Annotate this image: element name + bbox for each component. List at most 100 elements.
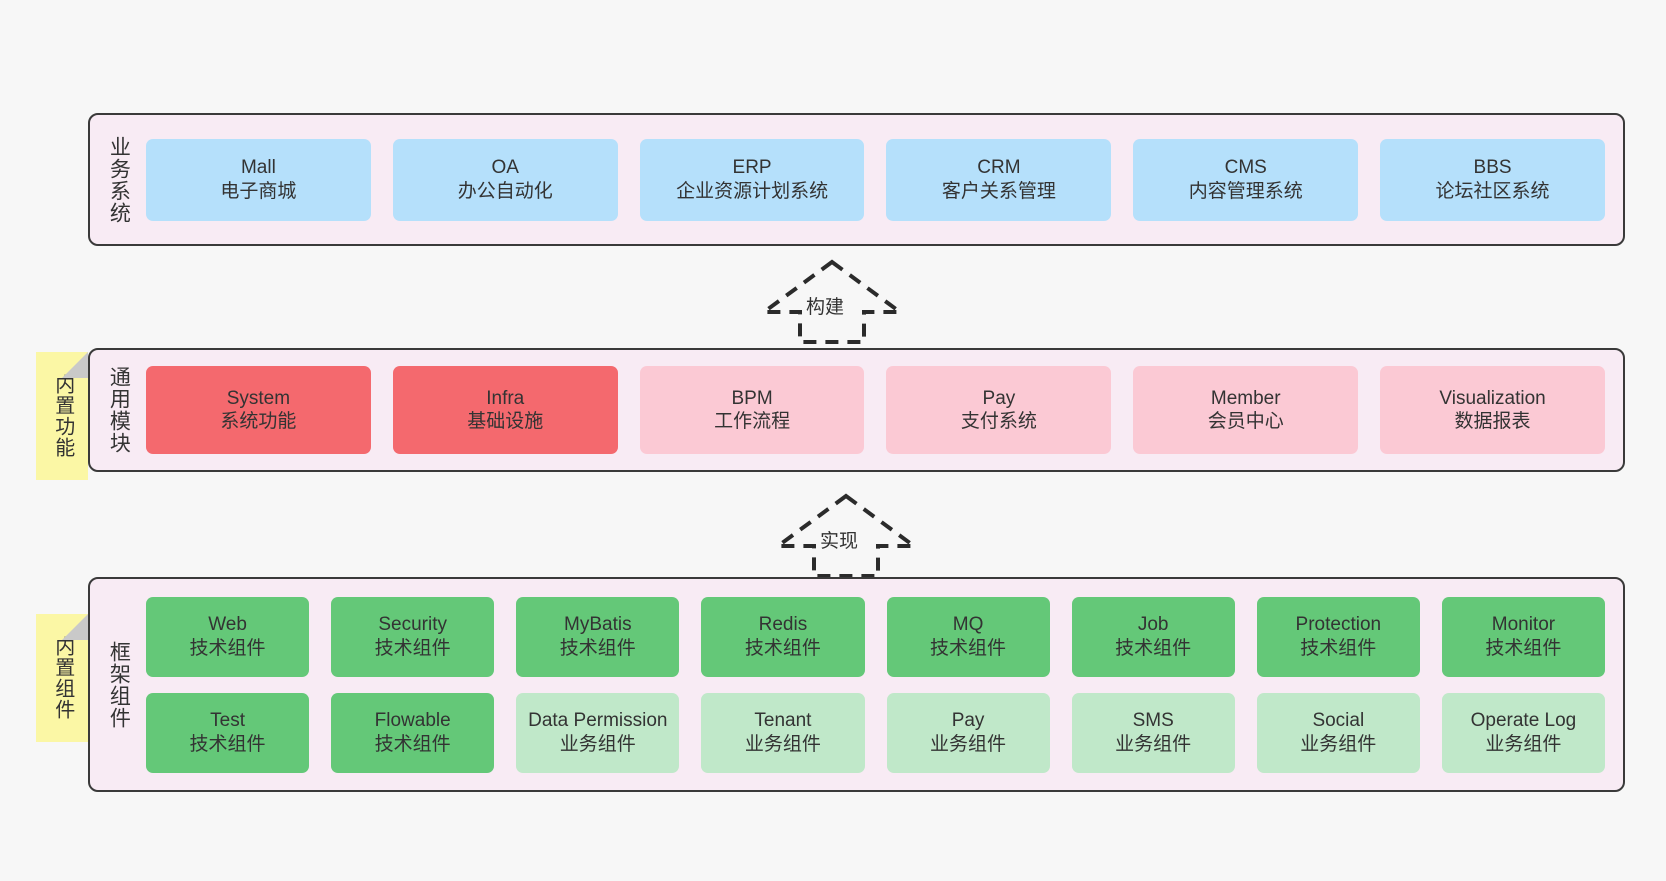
node-infra-subtitle: 基础设施 xyxy=(467,411,544,432)
node-cms[interactable]: CMS 内容管理系统 xyxy=(1133,138,1359,221)
node-protection[interactable]: Protection 技术组件 xyxy=(1256,596,1420,677)
node-job[interactable]: Job 技术组件 xyxy=(1071,596,1235,677)
node-security[interactable]: Security 技术组件 xyxy=(331,596,495,677)
node-job-subtitle: 技术组件 xyxy=(1115,637,1192,659)
node-redis-subtitle: 技术组件 xyxy=(744,637,821,659)
node-bpm[interactable]: BPM 工作流程 xyxy=(639,366,865,454)
node-system[interactable]: System 系统功能 xyxy=(146,366,371,454)
node-bpm-subtitle: 工作流程 xyxy=(714,411,791,432)
node-bbs[interactable]: BBS 论坛社区系统 xyxy=(1380,138,1605,221)
arrow-implement-label: 实现 xyxy=(820,531,859,552)
layer-general-modules-title: 通用模块 xyxy=(107,366,131,454)
node-mq-subtitle: 技术组件 xyxy=(930,637,1007,659)
node-web[interactable]: Web 技术组件 xyxy=(146,596,310,677)
layer-framework-components-title: 框架组件 xyxy=(107,640,131,729)
node-sms-title: SMS xyxy=(1132,710,1174,732)
business-node-row: Mall 电子商城 OA 办公自动化 ERP 企业资源计划系统 CRM 客户关系… xyxy=(146,138,1605,221)
node-protection-subtitle: 技术组件 xyxy=(1300,637,1377,659)
node-security-title: Security xyxy=(378,614,447,636)
node-erp-subtitle: 企业资源计划系统 xyxy=(676,180,829,202)
node-oa-subtitle: 办公自动化 xyxy=(457,180,553,202)
node-test-title: Test xyxy=(210,710,245,732)
node-tenant-subtitle: 业务组件 xyxy=(744,733,821,755)
node-monitor-title: Monitor xyxy=(1491,614,1556,636)
node-erp-title: ERP xyxy=(732,157,772,179)
node-erp[interactable]: ERP 企业资源计划系统 xyxy=(639,138,865,221)
node-visualization[interactable]: Visualization 数据报表 xyxy=(1380,366,1605,454)
layer-framework-components: 框架组件 Web 技术组件 Security 技术组件 MyBatis 技术组件… xyxy=(88,577,1625,792)
node-web-title: Web xyxy=(208,614,247,636)
node-social[interactable]: Social 业务组件 xyxy=(1256,692,1420,773)
node-sms[interactable]: SMS 业务组件 xyxy=(1071,692,1235,773)
framework-node-row-2: Test 技术组件 Flowable 技术组件 Data Permission … xyxy=(146,692,1605,773)
node-redis-title: Redis xyxy=(758,614,808,636)
node-visualization-title: Visualization xyxy=(1439,387,1546,409)
node-redis[interactable]: Redis 技术组件 xyxy=(701,596,865,677)
sticky-note-builtin-features: 内置功能 xyxy=(36,352,88,480)
node-job-title: Job xyxy=(1137,614,1169,636)
node-flowable-title: Flowable xyxy=(374,710,451,732)
node-social-subtitle: 业务组件 xyxy=(1300,733,1377,755)
node-flowable-subtitle: 技术组件 xyxy=(374,733,451,755)
framework-node-row-1: Web 技术组件 Security 技术组件 MyBatis 技术组件 Redi… xyxy=(146,596,1605,677)
node-pay-component-title: Pay xyxy=(951,710,985,732)
layer-framework-components-body: Web 技术组件 Security 技术组件 MyBatis 技术组件 Redi… xyxy=(146,579,1623,790)
node-pay-module-subtitle: 支付系统 xyxy=(960,411,1037,432)
node-bbs-title: BBS xyxy=(1473,157,1512,179)
node-crm-subtitle: 客户关系管理 xyxy=(941,180,1056,202)
node-social-title: Social xyxy=(1312,710,1365,732)
node-web-subtitle: 技术组件 xyxy=(189,637,266,659)
node-oa[interactable]: OA 办公自动化 xyxy=(392,138,618,221)
node-data-permission[interactable]: Data Permission 业务组件 xyxy=(516,692,680,773)
node-mq[interactable]: MQ 技术组件 xyxy=(886,596,1050,677)
node-mall-title: Mall xyxy=(240,157,276,179)
node-operate-log-subtitle: 业务组件 xyxy=(1485,733,1562,755)
sticky-note-builtin-components: 内置组件 xyxy=(36,614,88,742)
node-test-subtitle: 技术组件 xyxy=(189,733,266,755)
node-mall[interactable]: Mall 电子商城 xyxy=(146,138,371,221)
node-system-subtitle: 系统功能 xyxy=(220,411,297,432)
node-system-title: System xyxy=(226,387,291,409)
node-monitor-subtitle: 技术组件 xyxy=(1485,637,1562,659)
node-infra[interactable]: Infra 基础设施 xyxy=(392,366,618,454)
node-crm-title: CRM xyxy=(977,157,1021,179)
node-operate-log-title: Operate Log xyxy=(1470,710,1577,732)
arrow-build-label: 构建 xyxy=(806,297,845,318)
node-tenant-title: Tenant xyxy=(754,710,812,732)
node-bpm-title: BPM xyxy=(731,387,773,409)
node-member-subtitle: 会员中心 xyxy=(1207,411,1284,432)
layer-general-modules: 通用模块 System 系统功能 Infra 基础设施 BPM 工作流程 Pay… xyxy=(88,348,1625,472)
arrow-build-icon xyxy=(757,259,907,344)
node-protection-title: Protection xyxy=(1295,614,1382,636)
arrow-build: 构建 xyxy=(752,256,912,346)
node-test[interactable]: Test 技术组件 xyxy=(146,692,310,773)
node-tenant[interactable]: Tenant 业务组件 xyxy=(701,692,865,773)
layer-business-system-title: 业务系统 xyxy=(107,135,131,224)
arrow-implement: 实现 xyxy=(766,490,926,580)
node-visualization-subtitle: 数据报表 xyxy=(1454,411,1531,432)
node-mall-subtitle: 电子商城 xyxy=(220,180,297,202)
node-data-permission-title: Data Permission xyxy=(528,710,668,732)
node-sms-subtitle: 业务组件 xyxy=(1115,733,1192,755)
node-data-permission-subtitle: 业务组件 xyxy=(559,733,636,755)
node-pay-component[interactable]: Pay 业务组件 xyxy=(886,692,1050,773)
node-infra-title: Infra xyxy=(486,387,525,409)
node-monitor[interactable]: Monitor 技术组件 xyxy=(1441,596,1605,677)
node-mybatis-title: MyBatis xyxy=(564,614,632,636)
node-cms-subtitle: 内容管理系统 xyxy=(1188,180,1303,202)
node-member[interactable]: Member 会员中心 xyxy=(1133,366,1359,454)
node-mq-title: MQ xyxy=(952,614,984,636)
node-crm[interactable]: CRM 客户关系管理 xyxy=(886,138,1112,221)
node-mybatis[interactable]: MyBatis 技术组件 xyxy=(516,596,680,677)
node-member-title: Member xyxy=(1210,387,1281,409)
layer-business-system: 业务系统 Mall 电子商城 OA 办公自动化 ERP 企业资源计划系统 CRM… xyxy=(88,113,1625,246)
layer-business-system-body: Mall 电子商城 OA 办公自动化 ERP 企业资源计划系统 CRM 客户关系… xyxy=(146,115,1623,244)
node-operate-log[interactable]: Operate Log 业务组件 xyxy=(1441,692,1605,773)
node-pay-module-title: Pay xyxy=(982,387,1016,409)
layer-general-modules-body: System 系统功能 Infra 基础设施 BPM 工作流程 Pay 支付系统… xyxy=(146,350,1623,470)
node-bbs-subtitle: 论坛社区系统 xyxy=(1435,180,1550,202)
arrow-implement-icon xyxy=(771,493,921,578)
node-flowable[interactable]: Flowable 技术组件 xyxy=(331,692,495,773)
node-pay-module[interactable]: Pay 支付系统 xyxy=(886,366,1112,454)
